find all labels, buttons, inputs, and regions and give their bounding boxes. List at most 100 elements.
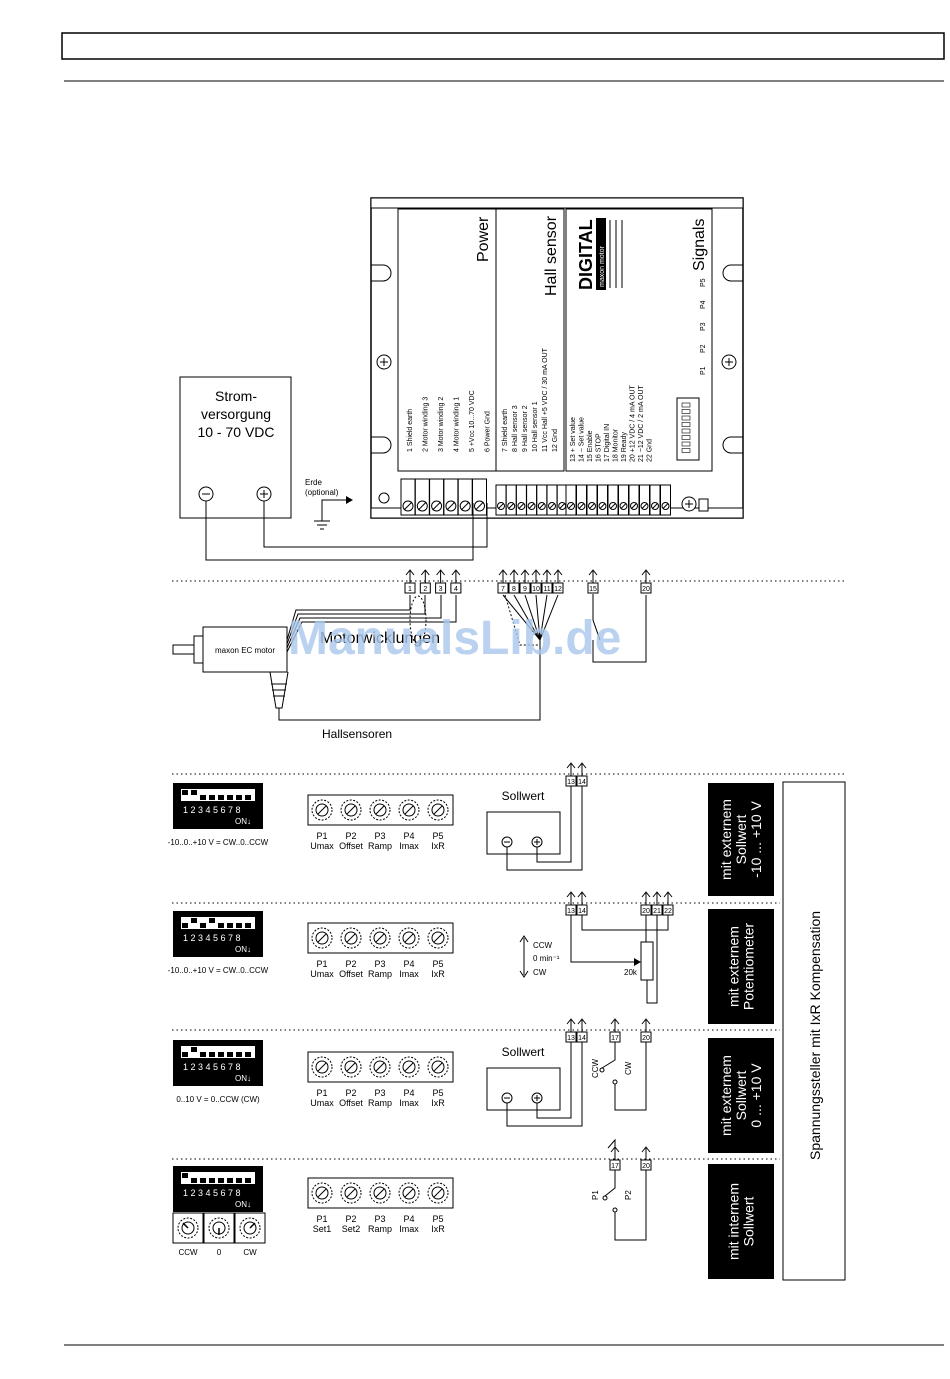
external-potentiometer[interactable] [640, 941, 654, 981]
dip-lever[interactable] [209, 1178, 215, 1183]
dip-switch-lever[interactable] [681, 441, 691, 447]
terminal-number: 14 [578, 908, 586, 915]
dip-lever[interactable] [227, 923, 233, 928]
switch-p2-label: P2 [624, 1190, 633, 1200]
dip-lever[interactable] [182, 923, 188, 928]
switch-p1-label: P1 [591, 1190, 600, 1200]
signal-pin-label: 22 Gnd [647, 439, 654, 462]
dip-lever[interactable] [218, 795, 224, 800]
terminal-screw[interactable] [649, 484, 661, 516]
pot-function: Set1 [313, 1224, 332, 1234]
dip-lever[interactable] [191, 1178, 197, 1183]
terminal-number: 1 [408, 586, 412, 593]
mode-label-box [708, 783, 774, 896]
terminal-number: 20 [642, 908, 650, 915]
dip-on-label: ON↓ [235, 1074, 251, 1083]
pot-label: P3 [700, 322, 707, 331]
dip-lever[interactable] [236, 1178, 242, 1183]
dip-lever[interactable] [218, 1052, 224, 1057]
dip-lever[interactable] [182, 790, 188, 795]
terminal-number: 8 [512, 586, 516, 593]
terminal-number: 9 [523, 586, 527, 593]
dip-switch-lever[interactable] [681, 415, 691, 421]
motor-label: maxon EC motor [215, 646, 275, 655]
terminal-screw[interactable] [565, 484, 577, 516]
terminal-screw[interactable] [526, 484, 538, 516]
dip-lever[interactable] [245, 1178, 251, 1183]
supply-line1: Strom- [215, 388, 257, 404]
terminal-screw[interactable] [536, 484, 548, 516]
dip-lever[interactable] [209, 1052, 215, 1057]
dip-switch-lever[interactable] [681, 448, 691, 453]
dip-lever[interactable] [227, 795, 233, 800]
dip-lever[interactable] [227, 1052, 233, 1057]
hall-pin-label: 12 Gnd [552, 429, 559, 452]
dip-lever[interactable] [182, 1173, 188, 1178]
terminal-screw[interactable] [607, 484, 619, 516]
mode-row: 1 2 3 4 5 6 7 8ON↓0..10 V = 0..CCW (CW)P… [173, 1018, 774, 1153]
terminal-number: 4 [454, 586, 458, 593]
terminal-screw[interactable] [546, 484, 558, 516]
dip-switch-lever[interactable] [681, 428, 691, 434]
dip-lever[interactable] [218, 1178, 224, 1183]
cw-label: CW [533, 968, 547, 977]
terminal-screw[interactable] [495, 484, 507, 516]
dip-lever[interactable] [200, 1178, 206, 1183]
power-pin-label: 6 Power Gnd [485, 411, 492, 452]
terminal-screw[interactable] [660, 484, 671, 516]
dip-lever[interactable] [191, 918, 197, 923]
terminal-screw[interactable] [505, 484, 517, 516]
dip-lever[interactable] [245, 923, 251, 928]
terminal-screw[interactable] [639, 484, 650, 516]
terminal-screw[interactable] [618, 484, 629, 516]
pot-function: Offset [339, 969, 363, 979]
pot-function: IxR [431, 1098, 445, 1108]
terminal-screw[interactable] [597, 484, 608, 516]
pot-function: Offset [339, 1098, 363, 1108]
terminal-screw[interactable] [576, 484, 587, 516]
power-supply: Strom- versorgung 10 - 70 VDC [179, 376, 488, 561]
terminal-number: 22 [664, 908, 672, 915]
dip-lever[interactable] [236, 923, 242, 928]
dip-lever[interactable] [200, 923, 206, 928]
dip-numbers: 1 2 3 4 5 6 7 8 [183, 933, 241, 943]
terminal-screw[interactable] [628, 484, 640, 516]
mode-label-box [708, 909, 774, 1024]
pot-function: Ramp [368, 1224, 392, 1234]
dip-switch-lever[interactable] [681, 435, 691, 440]
mode-label: mit externem [726, 926, 742, 1007]
earth-label: Erde [305, 478, 322, 487]
dip-lever[interactable] [236, 795, 242, 800]
pot-function: Ramp [368, 1098, 392, 1108]
dip-lever[interactable] [200, 1052, 206, 1057]
dip-lever[interactable] [191, 790, 197, 795]
dip-lever[interactable] [236, 1052, 242, 1057]
dip-lever[interactable] [200, 795, 206, 800]
setpoint-label: Sollwert [502, 789, 545, 803]
dip-lever[interactable] [227, 1178, 233, 1183]
terminal-screw[interactable] [586, 484, 598, 516]
dip-lever[interactable] [218, 923, 224, 928]
dip-lever[interactable] [182, 1052, 188, 1057]
signal-pin-label: 20 +12 VDC / 4 mA OUT [630, 384, 637, 462]
dip-switch-lever[interactable] [681, 402, 691, 408]
dip-lever[interactable] [191, 1047, 197, 1052]
dip-numbers: 1 2 3 4 5 6 7 8 [183, 1062, 241, 1072]
terminal-number: 21 [653, 908, 661, 915]
mode-label: mit externem [718, 799, 734, 880]
terminal-number: 14 [578, 779, 586, 786]
power-pin-label: 3 Motor winding 2 [438, 397, 445, 452]
dip-switch-lever[interactable] [681, 422, 691, 427]
pot-function: Ramp [368, 841, 392, 851]
dip-lever[interactable] [245, 795, 251, 800]
dip-lever[interactable] [245, 1052, 251, 1057]
dip-switch-lever[interactable] [681, 409, 691, 414]
dip-lever[interactable] [209, 918, 215, 923]
dip-lever[interactable] [209, 795, 215, 800]
terminal-screw[interactable] [515, 484, 527, 516]
side-label-box [782, 781, 846, 1281]
terminal-number: 12 [554, 586, 562, 593]
terminal-number: 17 [611, 1163, 619, 1170]
